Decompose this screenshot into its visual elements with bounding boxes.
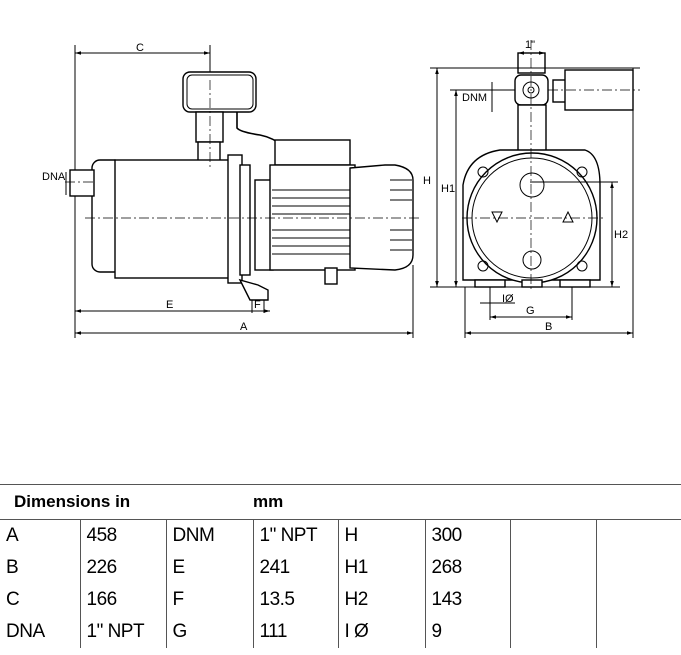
dimension-key: B xyxy=(6,557,19,578)
label-g: G xyxy=(526,305,535,317)
dimension-value: 1" NPT xyxy=(79,616,166,648)
dimension-key xyxy=(509,584,596,616)
table-header: Dimensions in mm xyxy=(0,484,681,520)
label-h2: H2 xyxy=(614,229,628,241)
dimension-key: DNA xyxy=(6,621,45,642)
label-1-inch: 1" xyxy=(525,39,535,51)
label-h: H xyxy=(423,175,431,187)
dimension-key xyxy=(509,519,596,552)
dimension-value xyxy=(595,519,681,552)
dimension-key: H xyxy=(337,519,425,552)
dimension-value: 9 xyxy=(424,616,510,648)
dimension-key: C xyxy=(6,589,20,610)
label-dnm: DNM xyxy=(462,92,487,104)
dimension-value xyxy=(595,584,681,616)
dimension-key: H1 xyxy=(337,552,425,584)
table-unit: mm xyxy=(253,484,681,520)
pump-dimension-drawing: C DNA E F A xyxy=(42,39,640,338)
side-view: C DNA E F A xyxy=(42,42,420,338)
label-e: E xyxy=(166,299,173,311)
label-b: B xyxy=(545,321,552,333)
dimension-key xyxy=(509,616,596,648)
dimension-value: 166 xyxy=(79,584,166,616)
dimension-key: A xyxy=(6,525,19,546)
dimension-value xyxy=(595,616,681,648)
dimension-key: DNM xyxy=(165,519,253,552)
dimension-key: I Ø xyxy=(337,616,425,648)
dimension-value xyxy=(595,552,681,584)
dimension-value: 241 xyxy=(252,552,338,584)
dimension-key xyxy=(509,552,596,584)
label-f: F xyxy=(254,299,261,311)
label-io: IØ xyxy=(502,293,514,305)
dimension-value: 300 xyxy=(424,519,510,552)
dimension-value: 226 xyxy=(79,552,166,584)
dimension-value: 1" NPT xyxy=(252,519,338,552)
label-h1: H1 xyxy=(441,183,455,195)
dimension-value: 143 xyxy=(424,584,510,616)
dimension-key: G xyxy=(165,616,253,648)
dimension-value: 458 xyxy=(79,519,166,552)
dimension-value: 268 xyxy=(424,552,510,584)
dimension-value: 111 xyxy=(252,616,338,648)
front-view: 1" DNM H H1 H2 IØ G B xyxy=(423,39,640,338)
label-dna: DNA xyxy=(42,171,66,183)
dimension-value: 13.5 xyxy=(252,584,338,616)
dimension-key: E xyxy=(165,552,253,584)
label-c: C xyxy=(136,42,144,54)
table-title: Dimensions in xyxy=(0,484,253,520)
dimension-key: H2 xyxy=(337,584,425,616)
label-a: A xyxy=(240,321,248,333)
dimension-key: F xyxy=(165,584,253,616)
